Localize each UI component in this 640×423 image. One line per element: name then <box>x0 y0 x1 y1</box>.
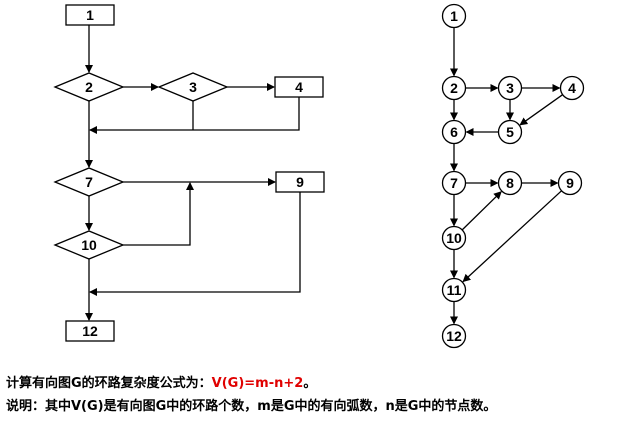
flowgraph-node-6: 6 <box>441 119 467 145</box>
flowgraph-node-4: 4 <box>559 75 585 101</box>
flowchart-label-9: 9 <box>296 174 304 190</box>
flowgraph-node-circle <box>441 170 467 196</box>
flowgraph-node-label: 10 <box>446 230 462 246</box>
flowgraph-node-label: 11 <box>447 282 462 298</box>
flowgraph-node-circle <box>441 225 467 251</box>
flowgraph-node-circle <box>497 170 523 196</box>
flowgraph-node-label: 5 <box>506 124 514 140</box>
flowgraph-node-circle <box>497 119 523 145</box>
flowchart-labels: 1 2 3 4 7 9 10 12 <box>81 7 304 339</box>
flowgraph-node-3: 3 <box>497 75 523 101</box>
flowgraph-node-label: 12 <box>446 328 462 344</box>
flowgraph-edge-9-11 <box>462 190 562 283</box>
flowchart-label-2: 2 <box>85 79 93 95</box>
note-caption: 说明：其中V(G)是有向图G中的环路个数，m是G中的有向弧数，n是G中的节点数。 <box>6 399 497 414</box>
flowchart-node-1 <box>65 4 115 26</box>
flowgraph-node-circle <box>557 170 583 196</box>
flowgraph-node-label: 3 <box>506 80 514 96</box>
flowchart-label-10: 10 <box>81 237 97 253</box>
flowgraph-node-circle <box>441 277 467 303</box>
flowchart-label-1: 1 <box>86 7 94 23</box>
flowgraph-node-circle <box>441 119 467 145</box>
flowchart-edge-9-return <box>89 192 301 296</box>
flowgraph-node-label: 8 <box>506 175 514 191</box>
flowchart <box>53 4 325 342</box>
flowchart-edge-4-merge <box>89 97 300 134</box>
formula-text: V(G)=m-n+2 <box>211 376 304 391</box>
flowgraph-node-label: 6 <box>450 124 458 140</box>
flowchart-label-4: 4 <box>295 79 303 95</box>
flowgraph-edge-4-5 <box>519 94 563 126</box>
flowgraph-node-11: 11 <box>441 277 467 303</box>
flowgraph-node-label: 9 <box>566 175 574 191</box>
flowgraph-node-7: 7 <box>441 170 467 196</box>
flowgraph-edges <box>450 27 563 325</box>
flowchart-label-12: 12 <box>82 323 98 339</box>
flowgraph-node-circle <box>497 75 523 101</box>
flowgraph-node-circle <box>441 3 467 29</box>
flowgraph-node-circle <box>559 75 585 101</box>
formula-caption: 计算有向图G的环路复杂度公式为：V(G)=m-n+2。 <box>6 372 316 391</box>
flowgraph-node-label: 2 <box>450 80 458 96</box>
formula-suffix: 。 <box>303 376 317 391</box>
flowgraph-node-label: 4 <box>568 80 576 96</box>
flowgraph-edge-10-8 <box>461 191 502 231</box>
flowgraph-node-label: 7 <box>450 175 458 191</box>
flowgraph-node-2: 2 <box>441 75 467 101</box>
flowgraph-node-circle <box>441 75 467 101</box>
flowgraph-node-label: 1 <box>450 8 458 24</box>
flowchart-edge-10-loop <box>123 182 194 246</box>
flowchart-label-3: 3 <box>189 79 197 95</box>
formula-prefix: 计算有向图G的环路复杂度公式为： <box>6 376 212 391</box>
flowgraph-node-12: 12 <box>441 323 467 349</box>
flowgraph-node-circle <box>441 323 467 349</box>
flowgraph-node-5: 5 <box>497 119 523 145</box>
flowgraph-node-9: 9 <box>557 170 583 196</box>
flowgraph-node-8: 8 <box>497 170 523 196</box>
flowchart-label-7: 7 <box>85 174 93 190</box>
flowchart-node-12 <box>65 320 115 342</box>
flowgraph-node-1: 1 <box>441 3 467 29</box>
flowgraph-node-10: 10 <box>441 225 467 251</box>
